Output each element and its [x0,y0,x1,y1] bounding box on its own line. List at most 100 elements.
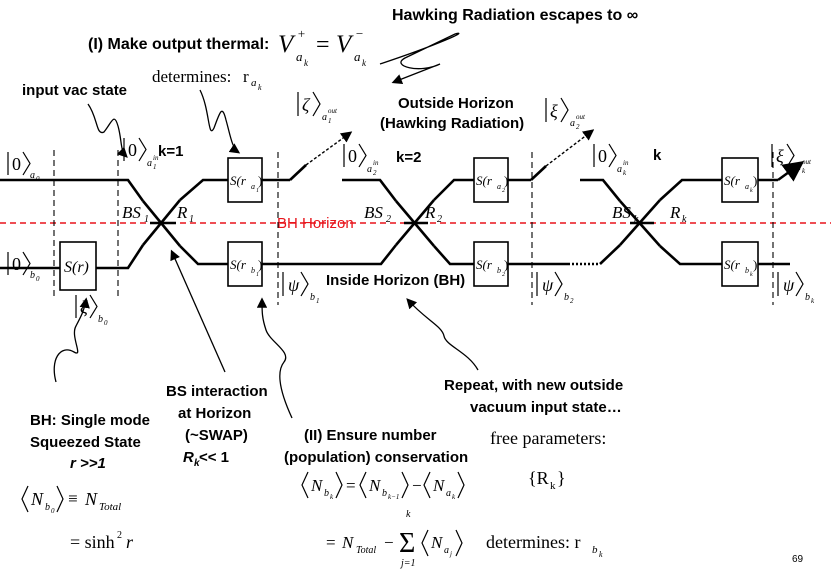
svg-text:in: in [153,154,159,162]
svg-text:1: 1 [256,188,259,194]
svg-text:1: 1 [189,214,194,225]
svg-text:): ) [258,173,262,188]
svg-text:R: R [424,203,436,222]
svg-text:a: a [444,545,449,556]
svg-text:1: 1 [144,214,149,225]
svg-text:k: k [304,58,309,68]
svg-text:0: 0 [36,175,40,183]
svg-text:k: k [802,167,806,175]
svg-text:a: a [446,488,451,499]
svg-text:R: R [176,203,188,222]
svg-text:a: a [570,118,575,129]
step2-equation-2: = N Total − k Σ j=1 N a j [326,509,463,569]
svg-text:2: 2 [437,214,442,225]
ket-xi-ak-out: ξ a k out [771,143,812,175]
svg-text:0: 0 [128,140,137,160]
svg-text:b: b [98,314,103,325]
svg-text:at Horizon: at Horizon [178,405,251,422]
svg-text:<< 1: << 1 [199,449,229,466]
svg-text:): ) [258,257,262,272]
ket-vac-a2-in: 0 a 2 in [343,143,379,177]
svg-text:1: 1 [153,163,157,171]
title: Hawking Radiation escapes to ∞ [392,7,638,24]
svg-text:2: 2 [502,188,505,194]
svg-text:0: 0 [348,146,357,166]
ket-xi-b0: ξ b 0 [75,294,108,327]
svg-text:}: } [557,468,566,488]
squeezer-box-initial: S(r) [59,241,97,291]
bs-labels: BS 1 R 1 BS 2 R 2 BS k R k [122,203,687,225]
arrow-bs-interaction [170,249,226,373]
step2-equation-1: N b k = N b k−1 − N a k [301,471,465,501]
page-number: 69 [792,554,804,565]
svg-text:S(r: S(r [476,173,493,188]
svg-text:out: out [802,158,812,166]
squeezer-box-a1: S(r a 1 ) [227,157,263,203]
svg-text:r >>1: r >>1 [70,455,106,472]
svg-text:S(r: S(r [724,257,741,272]
svg-text:2: 2 [502,272,505,278]
svg-text:R: R [183,449,194,466]
svg-text:a: a [796,162,801,173]
ket-zeta-a1-out: ζ a 1 out [297,91,338,125]
svg-text:a: a [354,49,361,64]
svg-text:N: N [341,533,355,552]
svg-text:S(r): S(r) [64,259,89,276]
svg-text:ξ: ξ [550,101,558,121]
svg-text:b: b [805,292,810,303]
ket-vac-a1-in: 0 a 1 in [123,137,159,171]
svg-text:a: a [497,182,501,191]
svg-text:a: a [30,170,35,181]
svg-text:b: b [30,270,35,281]
svg-text:=: = [346,476,356,495]
repeat-note: Repeat, with new outside vacuum input st… [444,377,623,416]
bs-note: BS interaction at Horizon (~SWAP) R k <<… [166,383,268,469]
svg-text:+: + [297,26,306,41]
svg-text:k: k [811,297,815,305]
svg-text:): ) [753,173,757,188]
svg-text:b: b [592,544,598,556]
svg-text:(~SWAP): (~SWAP) [185,427,248,444]
svg-text:2: 2 [117,530,122,541]
svg-text:BS: BS [364,203,383,222]
bh-horizon-label: BH Horizon [277,215,354,232]
svg-text:≡: ≡ [68,489,78,508]
svg-text:b: b [564,292,569,303]
svg-text:ξ: ξ [776,146,784,166]
svg-text:= sinh: = sinh [70,532,115,552]
svg-text:determines: r: determines: r [486,532,580,552]
svg-text:0: 0 [36,275,40,283]
svg-text:b: b [324,488,329,499]
svg-text:Σ: Σ [399,528,415,559]
svg-text:=: = [316,32,330,58]
svg-text:b: b [745,266,749,275]
svg-text:V: V [278,31,296,58]
svg-text:R: R [669,203,681,222]
svg-text:k: k [362,58,367,68]
svg-text:free parameters:: free parameters: [490,428,606,448]
svg-text:r: r [126,532,134,552]
squeezer-box-ak: S(r a k ) [721,157,759,203]
beam-splitter-1 [141,199,182,247]
ket-psi-bk: ψ b k [777,271,815,305]
svg-text:k: k [452,493,456,501]
svg-text:Total: Total [356,545,376,556]
bh-equation-2: = sinh 2 r [70,530,134,552]
stage-label-k1: k=1 [158,143,183,160]
svg-text:0: 0 [12,254,21,274]
squeezer-box-b2: S(r b 2 ) [473,241,509,287]
determines-r-a: determines: r a k [152,67,262,92]
thermal-condition-equation: V + a k = V − a k [278,26,367,68]
svg-text:0: 0 [104,319,108,327]
free-parameters: free parameters: {R k } [490,428,606,492]
svg-text:BS interaction: BS interaction [166,383,268,400]
svg-text:=: = [326,533,336,552]
svg-text:b: b [497,266,501,275]
svg-text:2: 2 [373,169,377,177]
svg-text:): ) [504,173,508,188]
svg-text:): ) [753,257,757,272]
svg-text:a: a [745,182,749,191]
svg-text:k: k [330,493,334,501]
bh-note: BH: Single mode Squeezed State r >>1 [30,412,150,472]
